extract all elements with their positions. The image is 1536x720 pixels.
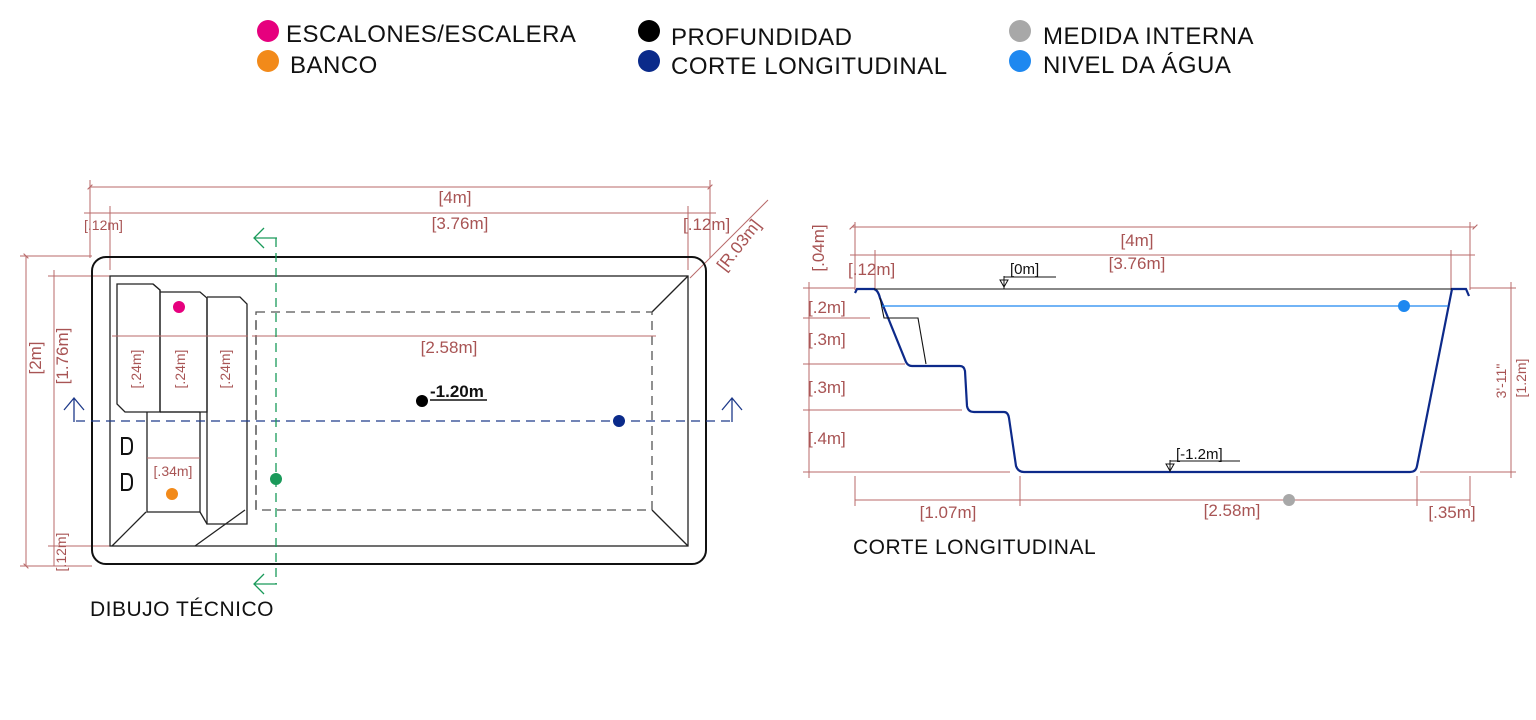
section-marker-icon [613, 415, 625, 427]
section-dimensions-top: [4m] [3.76m] [.12m] [.04m] [809, 222, 1478, 290]
legend-label: PROFUNDIDAD [671, 24, 853, 51]
dim-b1: [1.07m] [920, 503, 977, 522]
dim-floor-length: [2.58m] [421, 338, 478, 357]
dim-h2: [.3m] [808, 330, 846, 349]
section-arrow-left-icon [63, 396, 85, 422]
legend-label: ESCALONES/ESCALERA [286, 21, 576, 48]
dim-section-total: [4m] [1120, 231, 1153, 250]
bench-marker-icon [257, 50, 279, 72]
water-level-marker-icon [1009, 50, 1031, 72]
section-view: [4m] [3.76m] [.12m] [.04m] [0m] [.2m] [.… [803, 222, 1529, 559]
inner-step-edge [879, 297, 927, 365]
water-level-marker-icon [1398, 300, 1410, 312]
dim-b3: [.35m] [1428, 503, 1475, 522]
level-bottom: [-1.2m] [1165, 446, 1240, 473]
level-top: [0m] [999, 261, 1056, 289]
dim-right-imperial: 3'-11" [1493, 364, 1509, 399]
dim-h1: [.2m] [808, 298, 846, 317]
dim-left-wall: [.12m] [84, 217, 123, 233]
cross-section-marker-icon [270, 473, 282, 485]
cross-arrow-top-icon [253, 227, 277, 249]
dim-step-3: [.24m] [217, 350, 233, 389]
internal-measure-marker-icon [1283, 494, 1295, 506]
bench-block [146, 412, 201, 513]
step-dims: [.24m] [.24m] [.24m] [.34m] [112, 335, 248, 479]
dim-step-1: [.24m] [128, 350, 144, 389]
dim-section-wall: [.12m] [848, 260, 895, 279]
depth-marker-icon [416, 395, 428, 407]
section-caption: CORTE LONGITUDINAL [853, 536, 1096, 559]
dim-total-length: [4m] [438, 188, 471, 207]
plan-dimensions-top: [4m] [3.76m] [.12m] [.12m] [R.03m] [84, 180, 769, 279]
step-1 [116, 283, 161, 413]
section-arrow-right-icon [721, 396, 743, 422]
legend-item-depth: PROFUNDIDAD [638, 20, 853, 51]
legend-item-internal: MEDIDA INTERNA [1009, 20, 1254, 50]
pool-outer-shell [91, 256, 707, 565]
dim-h4: [.4m] [808, 429, 846, 448]
dim-rim-height: [.04m] [809, 224, 828, 271]
legend-item-steps: ESCALONES/ESCALERA [257, 20, 576, 48]
legend-label: CORTE LONGITUDINAL [671, 53, 948, 80]
bench-marker-icon [166, 488, 178, 500]
cross-section-line [253, 227, 282, 595]
legend-item-section: CORTE LONGITUDINAL [638, 50, 948, 80]
legend-label: BANCO [290, 52, 378, 79]
legend-label: MEDIDA INTERNA [1043, 23, 1254, 50]
dim-total-width: [2m] [26, 341, 45, 374]
pool-inner-edge [109, 275, 689, 547]
legend: ESCALONES/ESCALERA BANCO PROFUNDIDAD COR… [257, 20, 1254, 80]
dim-inner-width: [1.76m] [53, 328, 72, 385]
depth-label: -1.20m [430, 382, 484, 401]
legend-item-bench: BANCO [257, 50, 378, 79]
return-jets [121, 437, 133, 491]
dim-h3: [.3m] [808, 378, 846, 397]
section-dimensions-right: 3'-11" [1.2m] [1420, 282, 1529, 478]
section-marker-icon [638, 50, 660, 72]
section-line [63, 396, 743, 427]
dim-step-2: [.24m] [172, 350, 188, 389]
plan-caption: DIBUJO TÉCNICO [90, 598, 274, 621]
legend-label: NIVEL DA ÁGUA [1043, 52, 1231, 79]
dim-right-metric: [1.2m] [1513, 359, 1529, 398]
plan-dimensions-left: [2m] [1.76m] [.12m] [20, 253, 112, 572]
dim-right-wall: [.12m] [683, 215, 730, 234]
steps-marker-icon [173, 301, 185, 313]
step-3 [206, 296, 248, 525]
dim-inner-length: [3.76m] [432, 214, 489, 233]
internal-measure-marker-icon [1009, 20, 1031, 42]
steps-marker-icon [257, 20, 279, 42]
plan-view: [4m] [3.76m] [.12m] [.12m] [R.03m] [2m] … [20, 180, 769, 621]
section-dimensions-left: [.2m] [.3m] [.3m] [.4m] [803, 282, 1010, 478]
legend-item-water: NIVEL DA ÁGUA [1009, 50, 1231, 79]
jet-icon [121, 473, 133, 491]
depth-marker-icon [638, 20, 660, 42]
cross-arrow-bottom-icon [253, 573, 277, 595]
jet-icon [121, 437, 133, 455]
level-bottom-label: [-1.2m] [1176, 446, 1223, 463]
pool-profile [854, 287, 1471, 474]
dim-section-inner: [3.76m] [1109, 254, 1166, 273]
section-dimensions-bottom: [1.07m] [2.58m] [.35m] [854, 476, 1476, 522]
dim-bench: [.34m] [154, 463, 193, 479]
steps-group [116, 283, 248, 525]
level-top-label: [0m] [1010, 261, 1039, 278]
dim-b2: [2.58m] [1204, 501, 1261, 520]
dim-bottom-wall: [.12m] [53, 533, 69, 572]
